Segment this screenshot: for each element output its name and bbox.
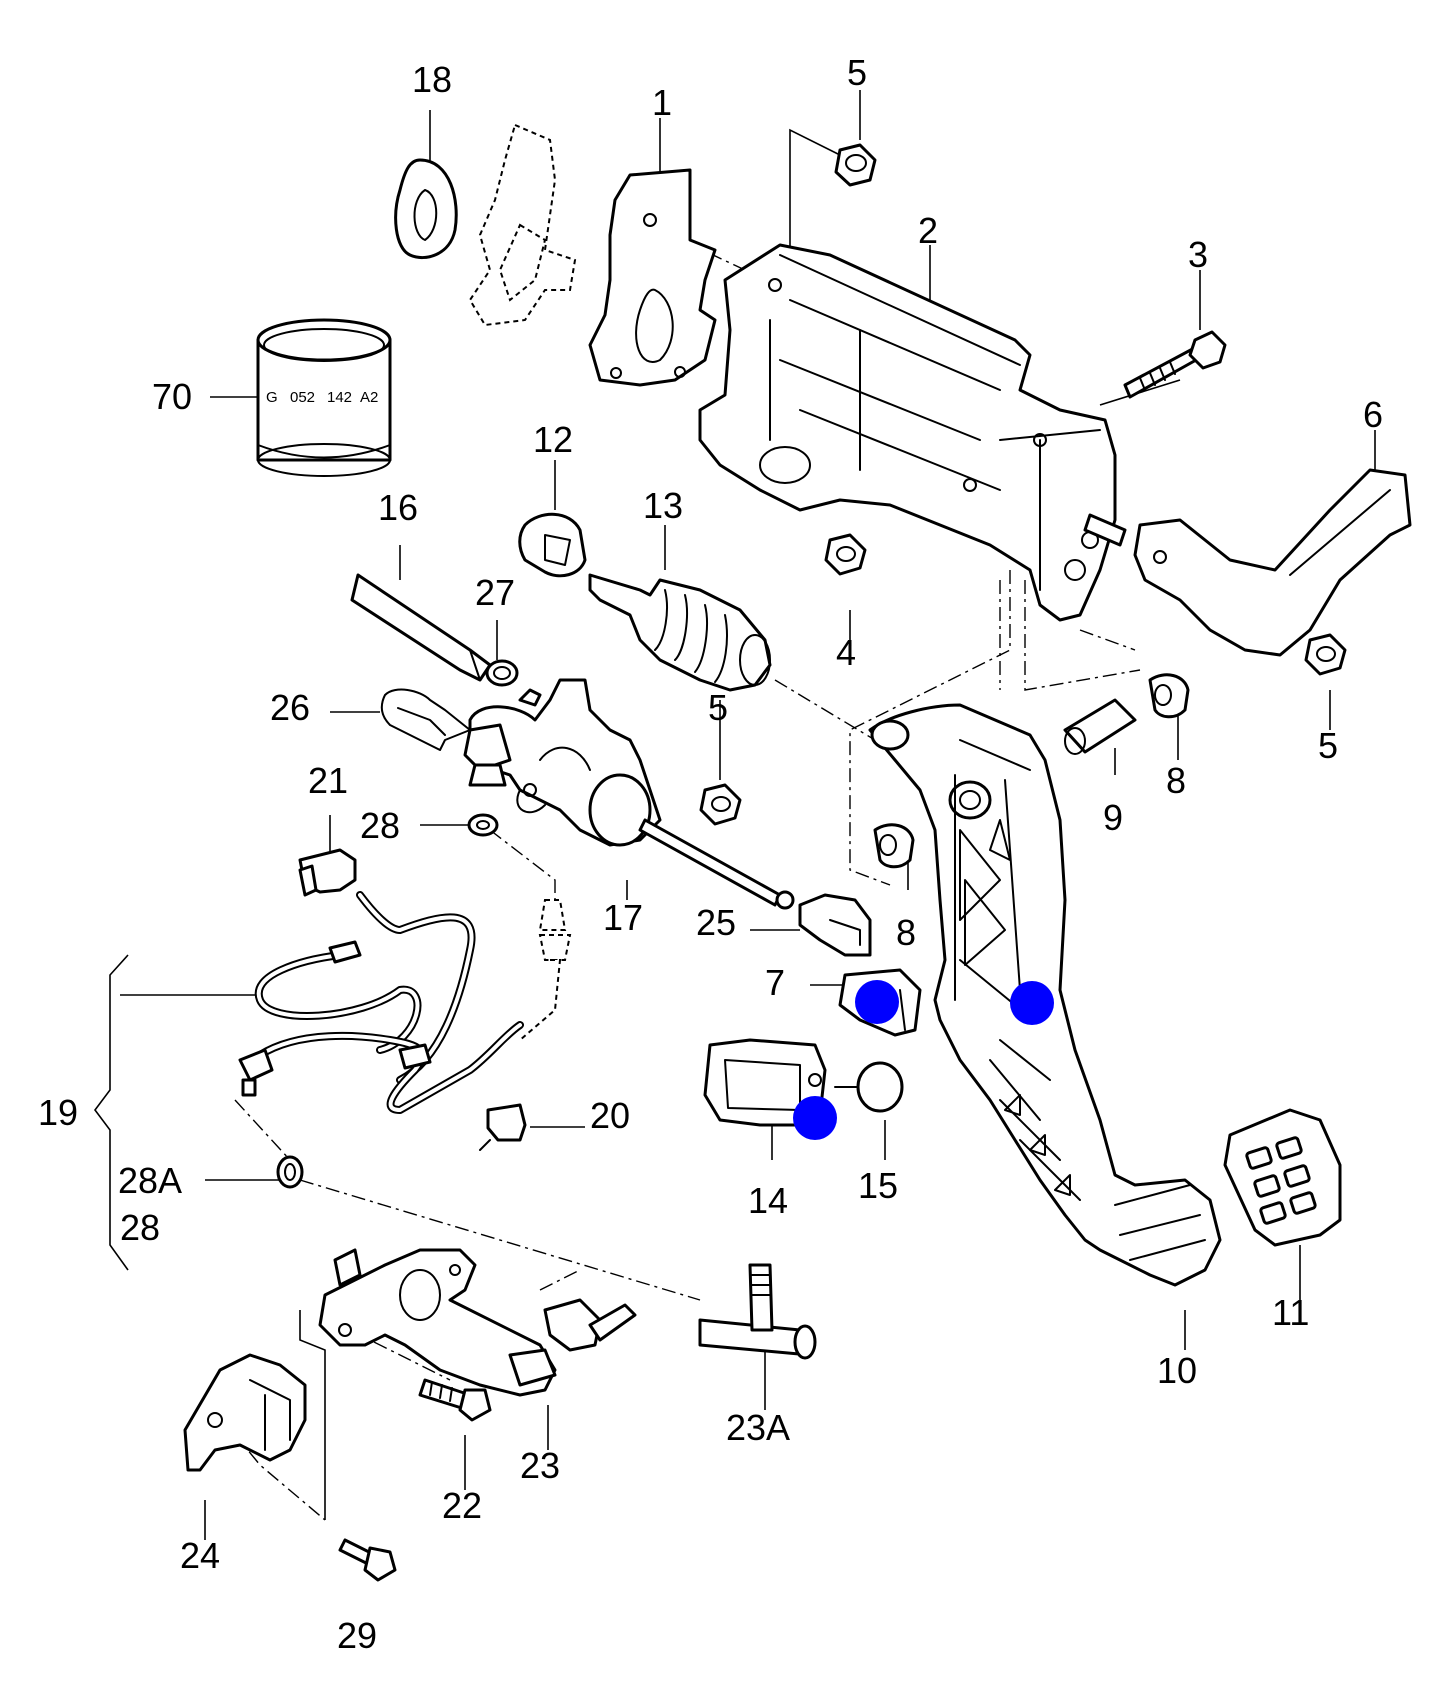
part-25-clevis: [798, 893, 872, 957]
label-16: 16: [378, 487, 418, 528]
part-24-bracket: [183, 1353, 307, 1472]
part-28a-o-ring: [276, 1155, 304, 1189]
sleeve-stamp-142: 142: [327, 389, 352, 406]
part-16-hose: [350, 573, 492, 682]
label-8-bottom: 8: [896, 912, 916, 953]
leader-lines: [94, 90, 1376, 1540]
label-26: 26: [270, 687, 310, 728]
label-3: 3: [1188, 234, 1208, 275]
label-18: 18: [412, 59, 452, 100]
part-9-spacer: [1063, 698, 1137, 755]
label-28-bottom: 28: [120, 1207, 160, 1248]
label-2: 2: [918, 210, 938, 251]
label-27: 27: [475, 572, 515, 613]
part-23a-t-fitting: [698, 1263, 817, 1360]
part-18-grommet: [394, 158, 458, 260]
label-22: 22: [442, 1485, 482, 1526]
label-5-right: 5: [1318, 725, 1338, 766]
label-24: 24: [180, 1535, 220, 1576]
stud-bolt: [1083, 513, 1127, 547]
blue-marker-pedal: [1010, 981, 1054, 1025]
part-4-nut: [824, 533, 867, 576]
part-22-bolt: [418, 1378, 492, 1422]
part-13-boot: [588, 573, 772, 692]
blue-marker-part-14: [793, 1096, 837, 1140]
part-19-pipe-lines: [238, 891, 524, 1114]
label-28-top: 28: [360, 805, 400, 846]
label-8-top: 8: [1166, 760, 1186, 801]
label-25: 25: [696, 902, 736, 943]
label-9: 9: [1103, 797, 1123, 838]
part-12-cap: [518, 512, 587, 578]
blue-marker-part-7: [855, 980, 899, 1024]
label-5-top: 5: [847, 52, 867, 93]
label-1: 1: [652, 82, 672, 123]
part-2-pedal-bracket: [698, 243, 1117, 622]
dotted-bracket-outline: [468, 123, 577, 327]
label-19: 19: [38, 1092, 78, 1133]
sleeve-stamp-052: 052: [290, 389, 315, 406]
blue-markers: [793, 980, 1054, 1140]
part-21-clip: [298, 848, 357, 897]
label-10: 10: [1157, 1350, 1197, 1391]
label-23: 23: [520, 1445, 560, 1486]
part-6-bracket: [1133, 468, 1412, 657]
label-21: 21: [308, 760, 348, 801]
label-29: 29: [337, 1615, 377, 1656]
part-3-bolt: [1123, 330, 1227, 399]
part-8-bushing-top: [1148, 673, 1190, 719]
part-8-bushing-bottom: [873, 823, 915, 869]
part-28-washer: [467, 813, 499, 837]
part-27-ring: [485, 659, 519, 687]
label-70: 70: [152, 376, 192, 417]
sleeve-stamp-g: G: [266, 389, 278, 406]
label-15: 15: [858, 1165, 898, 1206]
sleeve-stamp-a2: A2: [360, 389, 378, 406]
label-6: 6: [1363, 394, 1383, 435]
label-17: 17: [603, 897, 643, 938]
label-12: 12: [533, 419, 573, 460]
label-13: 13: [643, 485, 683, 526]
label-14: 14: [748, 1180, 788, 1221]
label-20: 20: [590, 1095, 630, 1136]
part-15-cap: [834, 1061, 904, 1113]
part-29-bolt: [338, 1538, 397, 1582]
callout-labels: 18 1 5 2 3 6 70 12 13 16 27 4 5 26 5 8 9…: [38, 52, 1383, 1656]
hose-fitting-dotted: [519, 899, 572, 1041]
part-5-nut-middle: [699, 783, 742, 826]
part-70-sleeve: G 052 142 A2: [256, 318, 392, 477]
label-4: 4: [836, 632, 856, 673]
part-11-pedal-pad: [1223, 1108, 1342, 1247]
part-5-nut-top: [834, 143, 877, 187]
label-7: 7: [765, 962, 785, 1003]
label-23a: 23A: [726, 1407, 790, 1448]
label-28a: 28A: [118, 1160, 182, 1201]
part-26-clip: [380, 688, 471, 751]
part-17-master-cylinder: [463, 678, 795, 910]
label-5-middle: 5: [708, 687, 728, 728]
part-20-clip: [479, 1103, 527, 1151]
part-23-slave-cylinder: [318, 1248, 637, 1397]
part-1-mounting-plate: [588, 168, 717, 387]
label-11: 11: [1272, 1292, 1309, 1333]
part-5-nut-right: [1304, 633, 1347, 676]
